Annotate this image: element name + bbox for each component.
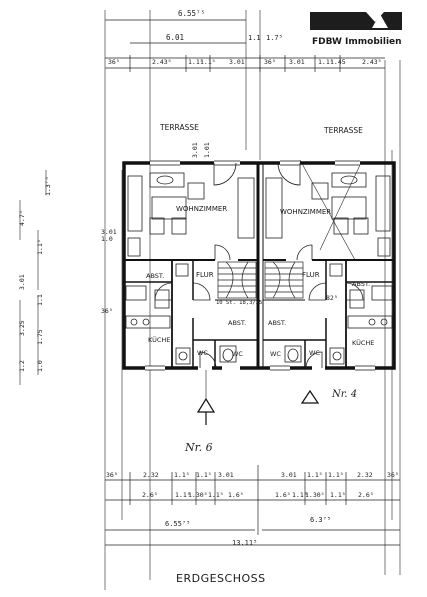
bottom-dimensions	[105, 465, 400, 546]
entrance-triangle-icon	[300, 389, 320, 404]
svg-text:2.32: 2.32	[357, 471, 373, 479]
staircase-right	[264, 261, 304, 299]
svg-text:1.30⁵: 1.30⁵	[305, 491, 325, 499]
svg-text:2.32: 2.32	[143, 471, 159, 479]
svg-text:6.55⁷⁵: 6.55⁷⁵	[165, 520, 190, 528]
top-row-dim: 2.43⁵	[362, 58, 382, 66]
svg-text:1.6⁵: 1.6⁵	[228, 491, 244, 499]
side-dim: 1.3⁷⁵	[44, 176, 52, 196]
door-swings	[154, 162, 364, 369]
plan-title: ERDGESCHOSS	[176, 572, 266, 585]
svg-text:6.3⁷⁵: 6.3⁷⁵	[310, 516, 331, 524]
room-hall-storage: ABST.	[268, 319, 286, 327]
terrace-left-label: TERRASSE	[159, 123, 199, 132]
svg-text:1.0: 1.0	[101, 235, 113, 243]
svg-text:1.1⁵: 1.1⁵	[174, 471, 190, 479]
stair-label: 10 St. 18,3/25	[216, 300, 262, 306]
svg-text:1.1⁵: 1.1⁵	[196, 471, 212, 479]
svg-text:13.11⁵: 13.11⁵	[232, 539, 257, 547]
room-labels-right: WOHNZIMMER ABST. FLUR ABST. KÜCHE WC WC	[268, 208, 374, 358]
svg-text:1.7⁵: 1.7⁵	[266, 34, 283, 42]
top-dimension-labels: 6.55⁷⁵ 6.01 1.1 1.7⁵ 36⁵ 2.43⁵ 1.1⁵ 1.1⁵…	[108, 9, 382, 66]
room-living: WOHNZIMMER	[280, 208, 331, 216]
furniture-right	[265, 172, 393, 365]
svg-text:1.6⁵: 1.6⁵	[275, 491, 291, 499]
svg-text:3.01: 3.01	[281, 471, 297, 479]
svg-text:2.6⁵: 2.6⁵	[358, 491, 374, 499]
svg-text:1.1: 1.1	[248, 34, 261, 42]
room-wc: WC	[197, 349, 208, 357]
top-dimensions	[105, 19, 385, 72]
side-dim: 1.2	[18, 360, 26, 372]
logo-text: FDBW Immobilien	[312, 37, 402, 47]
bottom-dimension-labels: 36⁵ 2.32 1.1⁵ 1.1⁵ 3.01 3.01 1.1⁵ 1.1⁵ 2…	[106, 471, 399, 547]
svg-text:6.01: 6.01	[166, 33, 184, 42]
side-dim: 1.0	[36, 360, 44, 372]
top-row-dim: 3.01	[289, 58, 305, 66]
side-dimensions	[19, 170, 47, 385]
svg-text:3.01: 3.01	[191, 142, 199, 158]
side-dim: 1.1⁵	[36, 239, 44, 255]
room-living: WOHNZIMMER	[176, 205, 227, 213]
svg-text:1.1⁵: 1.1⁵	[330, 491, 346, 499]
room-hall-storage: ABST.	[228, 319, 246, 327]
side-dim: 1.75	[36, 329, 44, 345]
top-row-dim: 36⁵	[108, 58, 120, 66]
inner-dimensions: 3.01 1.01 3.01 1.0 82⁵ 36⁵	[101, 142, 338, 315]
logo: FDBW Immobilien	[310, 12, 402, 47]
windows	[145, 161, 375, 370]
side-dim: 4.7⁵	[18, 210, 26, 226]
unit-label-left: Nr. 6	[184, 441, 213, 454]
unit-label-right: Nr. 4	[331, 389, 357, 400]
furniture-left	[125, 172, 255, 365]
side-dim: 3.01	[18, 274, 26, 290]
svg-text:1.1⁵: 1.1⁵	[292, 491, 308, 499]
construction-lines	[104, 10, 401, 590]
room-kitchen: KÜCHE	[352, 338, 374, 347]
top-row-dim: 1.45	[330, 58, 346, 66]
svg-text:36⁵: 36⁵	[101, 307, 113, 315]
svg-text:1.1⁵: 1.1⁵	[307, 471, 323, 479]
svg-text:1.1⁵: 1.1⁵	[328, 471, 344, 479]
top-row-dim: 1.1⁵	[200, 58, 216, 66]
svg-text:3.01: 3.01	[218, 471, 234, 479]
side-dim: 1.1	[36, 294, 44, 306]
room-hall: FLUR	[302, 271, 320, 279]
building-walls	[122, 161, 396, 370]
room-cloak: WC	[232, 350, 243, 358]
svg-text:1.1⁵: 1.1⁵	[175, 491, 191, 499]
top-row-dim: 36⁵	[264, 58, 276, 66]
top-row-dim: 1.1⁵	[318, 58, 334, 66]
svg-text:36⁵: 36⁵	[387, 471, 399, 479]
entrance-arrow-icon	[196, 397, 216, 413]
svg-text:2.6⁵: 2.6⁵	[142, 491, 158, 499]
side-dim: 3.25	[18, 320, 26, 336]
top-row-dim: 2.43⁵	[152, 58, 172, 66]
svg-text:1.30⁵: 1.30⁵	[188, 491, 208, 499]
svg-text:6.55⁷⁵: 6.55⁷⁵	[178, 9, 205, 18]
svg-text:82⁵: 82⁵	[326, 294, 338, 302]
svg-text:1.1⁵: 1.1⁵	[208, 491, 224, 499]
room-cloak: WC	[270, 350, 281, 358]
room-storage: ABST.	[146, 272, 164, 280]
logo-mark-icon	[310, 12, 402, 30]
top-row-dim: 3.01	[229, 58, 245, 66]
room-hall: FLUR	[196, 271, 214, 279]
svg-text:3.01: 3.01	[101, 228, 117, 236]
svg-text:36⁵: 36⁵	[106, 471, 118, 479]
entrance-right: Nr. 4	[300, 389, 357, 404]
room-kitchen: KÜCHE	[148, 335, 170, 344]
terrace-right-label: TERRASSE	[323, 126, 363, 135]
entrance-left: Nr. 6	[184, 370, 216, 454]
svg-text:1.01: 1.01	[203, 142, 211, 158]
staircase-left	[217, 261, 257, 299]
top-row-dim: 1.1⁵	[188, 58, 204, 66]
room-wc: WC	[309, 349, 320, 357]
room-storage: ABST.	[352, 280, 370, 288]
room-labels-left: WOHNZIMMER ABST. FLUR ABST. KÜCHE WC WC	[146, 205, 246, 358]
